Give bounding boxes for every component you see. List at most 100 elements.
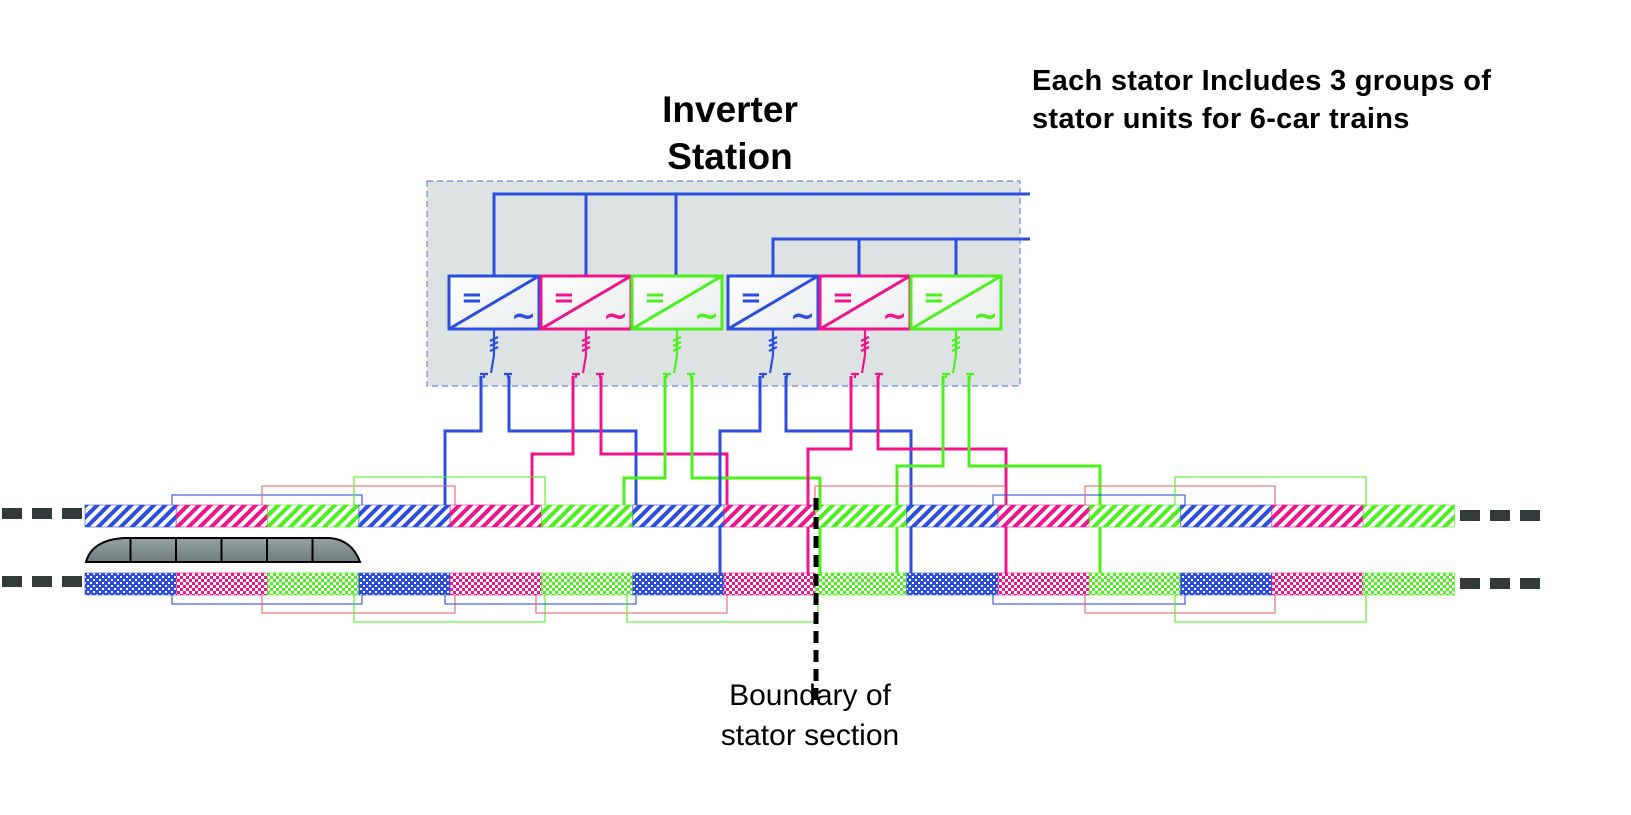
dc-symbol: = — [553, 283, 575, 313]
overlap-bracket — [1174, 595, 1367, 623]
overlap-bracket — [992, 494, 1186, 505]
ac-symbol: ~ — [511, 299, 536, 334]
terminal-icon — [759, 372, 791, 378]
lower-track — [84, 572, 1455, 596]
dc-feeder-2 — [771, 237, 1030, 276]
stator-unit-green — [1088, 504, 1182, 528]
inverter-blue: =~ — [447, 274, 541, 378]
overlap-bracket — [992, 595, 1186, 605]
stator-groups-note: Each stator Includes 3 groups of stator … — [1032, 62, 1491, 138]
stator-unit-green — [541, 504, 634, 528]
overlap-bracket — [353, 595, 546, 623]
stator-unit-pink — [449, 504, 543, 528]
inverter-green: =~ — [909, 274, 1003, 378]
train — [84, 537, 362, 563]
terminal-icon — [572, 372, 604, 378]
overlap-bracket — [626, 595, 819, 623]
stator-unit-pink — [723, 572, 816, 596]
stator-unit-green — [267, 572, 360, 596]
stator-unit-green — [814, 504, 908, 528]
inverter-diagonal — [448, 274, 540, 331]
feeder-cable — [443, 376, 483, 505]
overlap-bracket — [1084, 595, 1276, 614]
inverter-blue: =~ — [726, 274, 820, 378]
dc-symbol: = — [923, 283, 945, 313]
feeder-cable — [690, 376, 822, 573]
feeder-cable — [967, 376, 1102, 573]
inverter-diagonal — [910, 274, 1002, 331]
feeder-cable — [622, 376, 667, 505]
stator-unit-blue — [1180, 572, 1273, 596]
overlap-bracket — [1084, 485, 1276, 505]
train-body — [84, 537, 362, 563]
overlap-bracket — [261, 485, 456, 505]
stator-unit-blue — [84, 504, 177, 528]
stator-unit-pink — [1271, 504, 1364, 528]
stator-unit-pink — [997, 504, 1090, 528]
boundary-label-line-1: Boundary of — [729, 679, 891, 712]
ac-symbol: ~ — [882, 299, 907, 334]
overlap-bracket — [444, 595, 637, 605]
overlap-bracket — [535, 595, 728, 614]
track-continuation-left — [2, 508, 82, 587]
inverter-diagonal — [631, 274, 723, 331]
stator-unit-blue — [84, 572, 177, 596]
terminal-icon — [942, 372, 974, 378]
terminal-icon — [480, 372, 512, 378]
dc-symbol: = — [832, 283, 854, 313]
stator-unit-blue — [358, 572, 451, 596]
station-title-line-1: Inverter — [662, 89, 798, 130]
tracks — [84, 504, 1455, 596]
boundary-label: Boundary of stator section — [690, 676, 930, 756]
stator-unit-pink — [723, 504, 816, 528]
stator-unit-green — [541, 572, 634, 596]
stator-unit-pink — [997, 572, 1090, 596]
stator-unit-blue — [1180, 504, 1273, 528]
inverter-green: =~ — [630, 274, 724, 378]
stator-unit-green — [1362, 572, 1455, 596]
dc-feeder-1 — [492, 192, 1030, 276]
ac-symbol: ~ — [973, 299, 998, 334]
stator-unit-green — [1362, 504, 1455, 528]
stator-unit-blue — [632, 572, 725, 596]
train-car-dividers — [129, 538, 314, 562]
track-continuation-right — [1460, 510, 1540, 589]
inverter-diagonal — [540, 274, 632, 331]
stator-unit-pink — [175, 572, 269, 596]
stator-unit-blue — [906, 504, 999, 528]
stator-unit-pink — [449, 572, 543, 596]
stator-unit-pink — [175, 504, 269, 528]
inverter-pink: =~ — [818, 274, 912, 378]
stator-unit-green — [1088, 572, 1182, 596]
feeder-cable — [718, 376, 762, 573]
feeder-cables — [443, 376, 1102, 573]
overlap-brackets — [171, 476, 1367, 623]
overlap-bracket — [353, 476, 546, 505]
inverter-group: =~=~=~=~=~=~ — [447, 274, 1003, 378]
stator-unit-blue — [632, 504, 725, 528]
feeder-cable — [530, 376, 575, 505]
three-phase-switch-icon — [489, 329, 499, 374]
stator-unit-blue — [358, 504, 451, 528]
terminal-icon — [663, 372, 695, 378]
inverter-station-title: Inverter Station — [620, 86, 840, 180]
ac-symbol: ~ — [603, 299, 628, 334]
inverter-pink: =~ — [539, 274, 633, 378]
feeder-cable — [895, 376, 945, 573]
three-phase-switch-icon — [672, 329, 682, 374]
overlap-bracket — [171, 494, 363, 505]
note-line-2: stator units for 6-car trains — [1032, 103, 1410, 135]
overlap-bracket — [171, 595, 363, 605]
overlap-bracket — [1174, 476, 1367, 505]
dc-symbol: = — [740, 283, 762, 313]
stator-unit-pink — [1271, 572, 1364, 596]
station-title-line-2: Station — [667, 136, 793, 177]
stator-unit-green — [814, 572, 908, 596]
boundary-label-line-2: stator section — [720, 719, 900, 752]
ac-symbol: ~ — [790, 299, 815, 334]
inverter-diagonal — [819, 274, 911, 331]
three-phase-switch-icon — [860, 329, 870, 374]
three-phase-switch-icon — [581, 329, 591, 374]
ac-symbol: ~ — [694, 299, 719, 334]
